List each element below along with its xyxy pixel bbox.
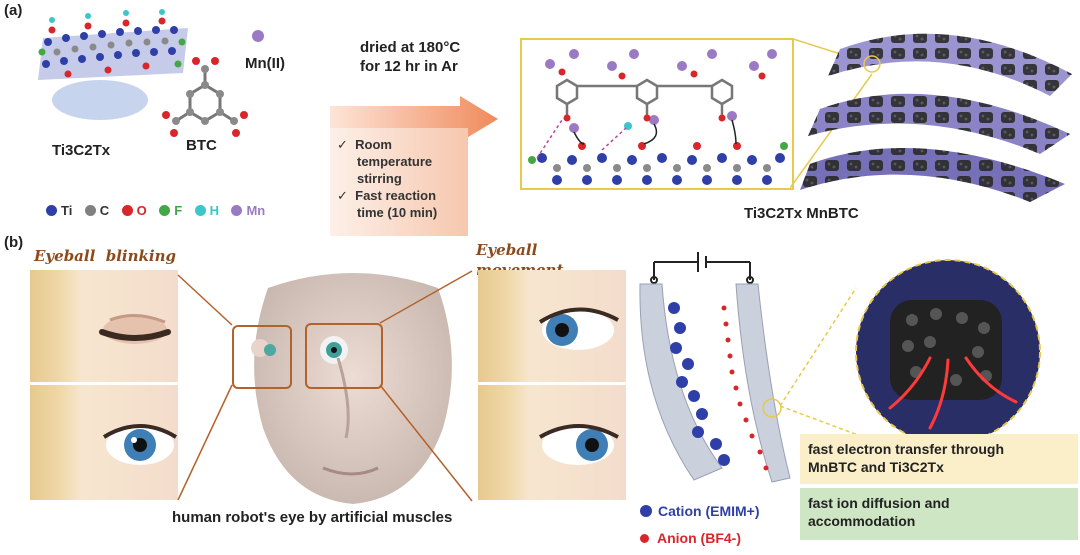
movement-label-line-1: Eyeball (476, 241, 538, 259)
dried-condition-text: dried at 180°C for 12 hr in Ar (360, 38, 460, 76)
cation-dot (640, 505, 652, 517)
eye-open-image (30, 385, 178, 500)
legend-c: C (84, 203, 109, 218)
dried-line-2: for 12 hr in Ar (360, 58, 458, 75)
blink-label: Eyeball blinking (34, 247, 177, 265)
mxene-sheet-model (38, 9, 188, 120)
mxene-shadow (52, 80, 148, 120)
condition-room-temp: ✓ Room temperature stirring ✓ Fast react… (337, 137, 438, 220)
panel-a-label: (a) (4, 2, 23, 19)
dried-line-1: dried at 180°C (360, 39, 461, 56)
electron-text-line-2: MnBTC and Ti3C2Tx (808, 459, 944, 475)
mn-label: Mn(II) (245, 55, 285, 72)
legend-f: F (159, 203, 182, 218)
mn-ion-dot (252, 30, 264, 42)
anion-dot (640, 533, 649, 543)
electron-transfer-box: fast electron transfer through MnBTC and… (800, 434, 1078, 484)
mnbtc-cube-zoom (780, 259, 1041, 445)
robot-eye-caption: human robot's eye by artificial muscles (172, 509, 453, 526)
product-label: Ti3C2Tx MnBTC (744, 205, 859, 222)
anion-legend: Anion (BF4-) (640, 530, 741, 546)
electron-text-line-1: fast electron transfer through (808, 441, 1005, 457)
mnbtc-sheet-stack (800, 33, 1072, 202)
legend-h: H (194, 203, 219, 218)
anion-label: Anion (BF4-) (657, 530, 741, 546)
ion-diffusion-box: fast ion diffusion and accommodation (800, 488, 1078, 540)
cation-label: Cation (EMIM+) (658, 503, 760, 519)
mof-structure-box (520, 38, 794, 190)
atom-legend: Ti C O F H Mn (46, 203, 273, 221)
eye-look-side-image (478, 270, 626, 382)
mxene-label: Ti3C2Tx (52, 142, 110, 159)
legend-ti: Ti (46, 203, 72, 218)
legend-mn: Mn (231, 203, 265, 218)
mof-structure-diagram (528, 49, 788, 185)
eye-closed-image (30, 270, 178, 382)
cation-legend: Cation (EMIM+) (640, 503, 760, 519)
actuator-diagram (639, 252, 791, 483)
mxene-lattice (38, 9, 188, 80)
eye-look-other-image (478, 385, 626, 500)
left-eye-frame (232, 325, 292, 389)
ion-text-line-2: accommodation (808, 513, 916, 529)
reaction-conditions-box (330, 128, 468, 236)
btc-label: BTC (186, 137, 217, 154)
panel-b-label: (b) (4, 234, 24, 251)
legend-o: O (121, 203, 147, 218)
ion-text-line-1: fast ion diffusion and (808, 495, 950, 511)
eye-connector-lines (177, 270, 473, 502)
btc-molecule-model (162, 57, 248, 137)
mxene-label-text: Ti3C2Tx (52, 142, 111, 159)
right-eye-frame (305, 323, 383, 389)
